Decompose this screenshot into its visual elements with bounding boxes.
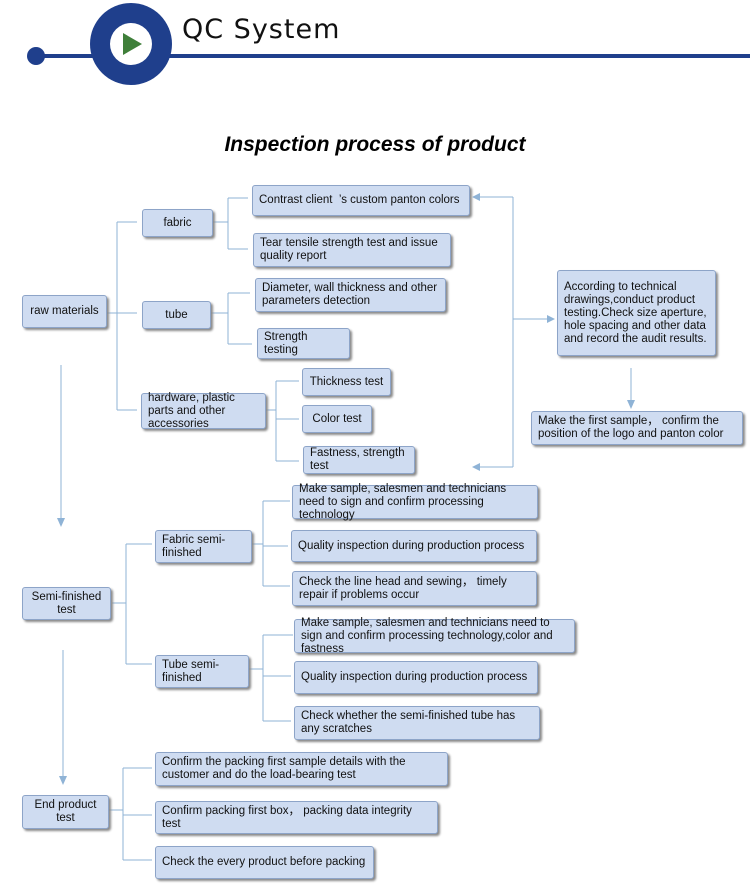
connector-hardware	[266, 380, 299, 462]
semi-finished-node: Semi-finished test	[22, 587, 111, 620]
fabric-semi-item-quality: Quality inspection during production pro…	[291, 530, 537, 562]
play-arrow-icon	[123, 33, 142, 55]
page-title: QC System	[182, 14, 341, 45]
connector-tube-semi	[249, 634, 293, 722]
hardware-item-color: Color test	[302, 405, 372, 433]
hardware-item-fastness: Fastness, strength test	[303, 446, 415, 474]
arrowheads	[57, 193, 635, 785]
technical-note: According to technical drawings,conduct …	[557, 270, 716, 356]
connector-tech-bracket	[478, 196, 553, 468]
arrowhead-tech-to-sample	[627, 400, 635, 409]
fabric-semi-item-sample: Make sample, salesmen and technicians ne…	[292, 483, 538, 521]
connector-fabric-semi	[252, 500, 290, 587]
arrowhead-raw-to-semi	[57, 518, 65, 527]
end-item-first-box: Confirm packing first box， packing data …	[155, 801, 438, 834]
end-item-load-bearing: Confirm the packing first sample details…	[155, 752, 448, 786]
fabric-semi-item-sewing: Check the line head and sewing， timely r…	[292, 571, 537, 606]
connector-end-fan	[109, 767, 152, 861]
raw-materials-node: raw materials	[22, 295, 107, 328]
end-product-node: End product test	[22, 795, 109, 829]
header-dot	[27, 47, 45, 65]
diagram-title: Inspection process of product	[224, 133, 526, 156]
arrowhead-tech-bottom	[472, 463, 480, 471]
fabric-semi-node: Fabric semi-finished	[155, 530, 252, 563]
connectors	[60, 196, 632, 861]
hardware-node: hardware, plastic parts and other access…	[141, 392, 266, 430]
connector-tube	[211, 292, 252, 345]
connector-fabric	[213, 197, 248, 250]
tube-semi-item-quality: Quality inspection during production pro…	[294, 661, 538, 694]
fabric-item-panton: Contrast client ’s custom panton colors	[252, 185, 470, 216]
end-item-check-each: Check the every product before packing	[155, 846, 374, 879]
fabric-node: fabric	[142, 209, 213, 237]
arrowhead-tech-top	[472, 193, 480, 201]
tube-node: tube	[142, 301, 211, 329]
hardware-item-thickness: Thickness test	[302, 368, 391, 396]
tube-semi-item-scratches: Check whether the semi-finished tube has…	[294, 706, 540, 740]
tube-semi-node: Tube semi-finished	[155, 655, 249, 688]
tube-semi-item-sample: Make sample, salesmen and technicians ne…	[294, 617, 575, 655]
connector-semi-fan	[112, 543, 152, 665]
first-sample-node: Make the first sample， confirm the posit…	[531, 411, 743, 445]
tube-item-diameter: Diameter, wall thickness and other param…	[255, 278, 446, 312]
connector-raw-fan	[107, 221, 137, 411]
arrowhead-semi-to-end	[59, 776, 67, 785]
fabric-item-tensile: Tear tensile strength test and issue qua…	[253, 233, 451, 267]
arrowhead-tech-note	[547, 315, 555, 323]
tube-item-strength: Strength testing	[257, 328, 350, 359]
